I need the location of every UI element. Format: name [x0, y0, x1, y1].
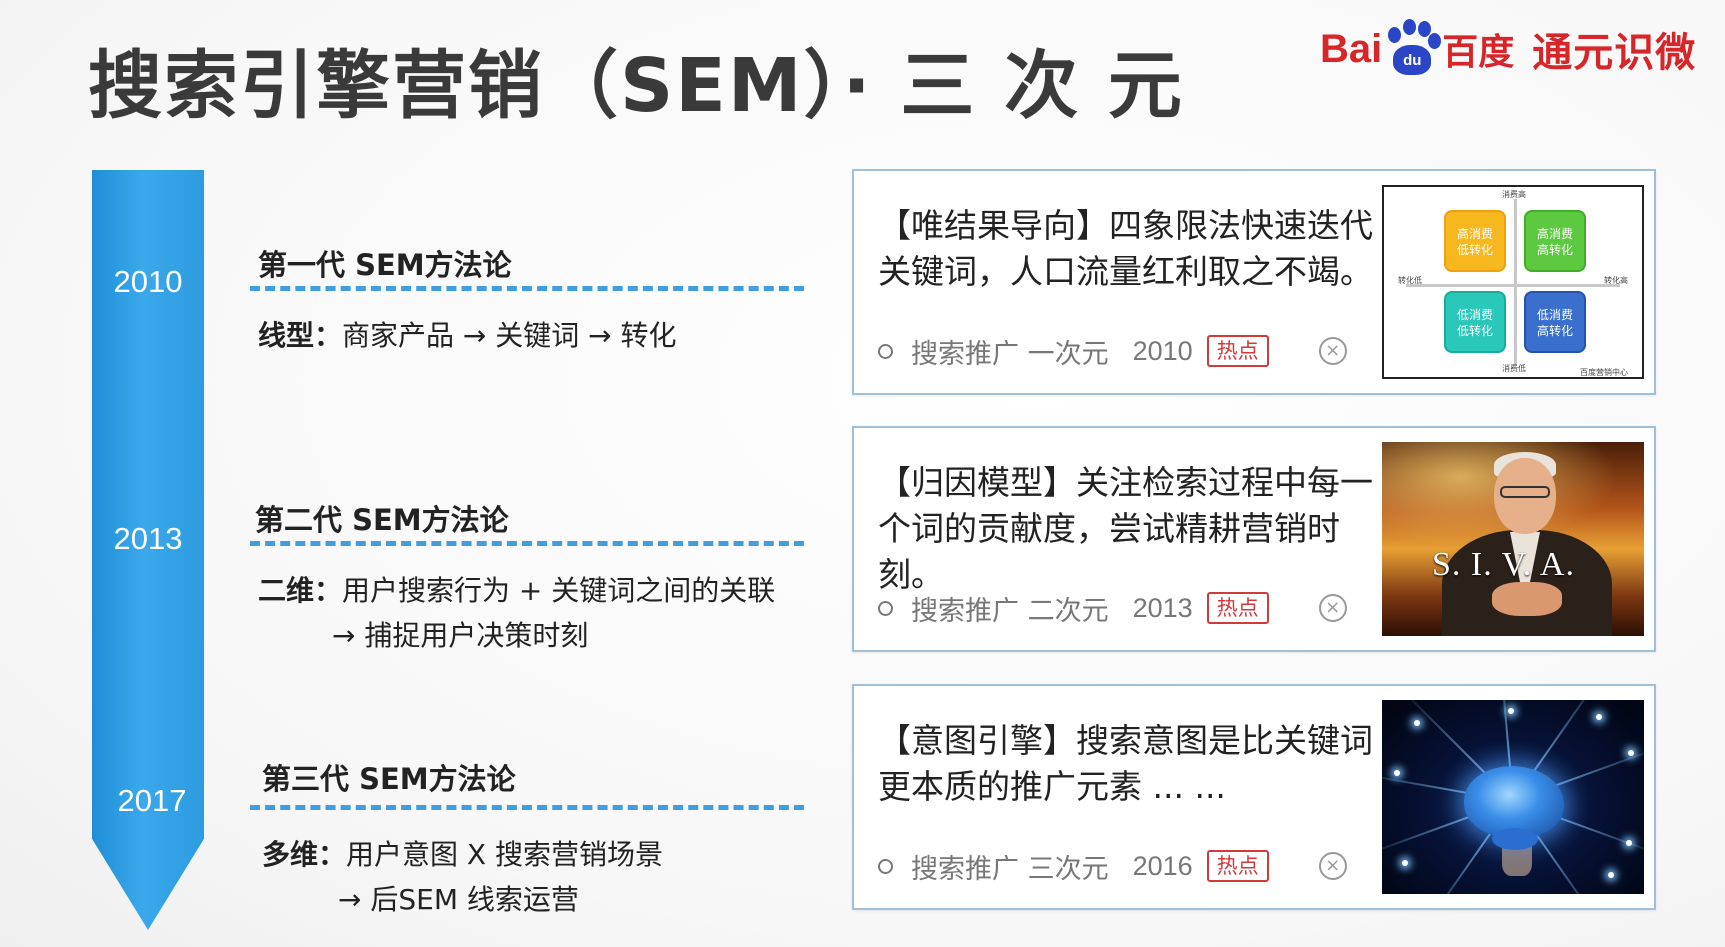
card-meta: 搜索推广 三次元 2016 热点 ×: [878, 848, 1347, 885]
circle-dot-icon: [878, 343, 893, 359]
gen3-divider: [250, 805, 804, 810]
gen3-desc-line1: 用户意图 X 搜索营销场景: [346, 838, 663, 871]
circle-x-icon[interactable]: ×: [1318, 594, 1347, 622]
gen2-divider: [250, 541, 804, 546]
gen2-desc-line1: 用户搜索行为 + 关键词之间的关联: [342, 574, 776, 607]
hot-badge: 热点: [1206, 592, 1269, 624]
brand-name: 通元识微: [1532, 30, 1697, 76]
baidu-logo: Bai du 百度 通元识微: [1320, 14, 1700, 84]
quadrant-high-cost-high-conv: 高消费 高转化: [1524, 210, 1586, 272]
year-2013: 2013: [113, 521, 183, 556]
card-source[interactable]: 搜索推广 一次元: [911, 338, 1109, 370]
gen3-desc-line2: → 后SEM 线索运营: [338, 883, 579, 916]
card-source[interactable]: 搜索推广 二次元: [911, 595, 1109, 627]
year-2017: 2017: [117, 783, 187, 818]
card-year: 2010: [1132, 335, 1193, 366]
speaker-photo-image: S. I. V. A.: [1382, 442, 1644, 636]
logo-baidu-cn-text: 百度: [1442, 32, 1515, 73]
gen3-label: 多维：: [262, 838, 347, 871]
paw-icon: du: [1384, 19, 1442, 79]
chart-footer-label: 百度营销中心: [1580, 368, 1628, 377]
card-year: 2016: [1132, 850, 1193, 881]
gen3-title: 第三代 SEM方法论: [262, 762, 516, 796]
quadrant-high-cost-low-conv: 高消费 低转化: [1444, 210, 1506, 272]
card-text: 【唯结果导向】四象限法快速迭代关键词，人口流量红利取之不竭。: [878, 206, 1373, 291]
timeline-arrow: [92, 170, 204, 930]
logo-du-text: du: [1393, 45, 1432, 75]
axis-label-top: 消费高: [1502, 190, 1526, 199]
siva-caption: S. I. V. A.: [1432, 546, 1575, 583]
quadrant-chart-image: 消费高 消费低 转化低 转化高 百度营销中心 高消费 低转化 高消费 高转化 低…: [1382, 185, 1644, 379]
card-text: 【归因模型】关注检索过程中每一个词的贡献度，尝试精耕营销时刻。: [878, 463, 1373, 594]
card-year: 2013: [1132, 592, 1193, 623]
gen2-desc-line2: → 捕捉用户决策时刻: [332, 619, 589, 652]
card-second-gen[interactable]: 【归因模型】关注检索过程中每一个词的贡献度，尝试精耕营销时刻。 搜索推广 二次元…: [852, 426, 1656, 652]
gen1-desc: 线型：商家产品 → 关键词 → 转化: [258, 313, 677, 359]
gen2-title: 第二代 SEM方法论: [255, 503, 509, 537]
circle-dot-icon: [878, 600, 893, 616]
hot-badge: 热点: [1206, 335, 1269, 367]
gen2-desc: 二维：用户搜索行为 + 关键词之间的关联: [258, 568, 775, 614]
axis-label-bottom: 消费低: [1502, 364, 1526, 373]
gen1-title: 第一代 SEM方法论: [258, 248, 512, 282]
logo-bai-text: Bai: [1320, 26, 1383, 71]
card-source[interactable]: 搜索推广 三次元: [911, 853, 1109, 885]
gen3-desc: 多维：用户意图 X 搜索营销场景: [262, 832, 663, 878]
card-third-gen[interactable]: 【意图引擎】搜索意图是比关键词更本质的推广元素 ... ... 搜索推广 三次元…: [852, 684, 1656, 910]
card-first-gen[interactable]: 【唯结果导向】四象限法快速迭代关键词，人口流量红利取之不竭。 搜索推广 一次元 …: [852, 169, 1656, 395]
gen2-label: 二维：: [258, 574, 343, 607]
axis-label-left: 转化低: [1398, 276, 1422, 285]
circle-x-icon[interactable]: ×: [1318, 852, 1347, 880]
circle-dot-icon: [878, 858, 893, 874]
circle-x-icon[interactable]: ×: [1318, 337, 1347, 365]
axis-label-right: 转化高: [1604, 276, 1628, 285]
card-text: 【意图引擎】搜索意图是比关键词更本质的推广元素 ... ...: [878, 721, 1373, 806]
glowing-brain-image: [1382, 700, 1644, 894]
quadrant-low-cost-low-conv: 低消费 低转化: [1444, 291, 1506, 353]
gen1-divider: [250, 286, 804, 291]
gen1-desc-line1: 商家产品 → 关键词 → 转化: [342, 319, 677, 352]
hot-badge: 热点: [1206, 850, 1269, 882]
gen1-label: 线型：: [258, 319, 343, 352]
card-meta: 搜索推广 二次元 2013 热点 ×: [878, 590, 1347, 627]
card-meta: 搜索推广 一次元 2010 热点 ×: [878, 333, 1347, 370]
page-title: 搜索引擎营销（SEM）· 三 次 元: [88, 43, 1184, 129]
quadrant-low-cost-high-conv: 低消费 高转化: [1524, 291, 1586, 353]
year-2010: 2010: [113, 264, 183, 299]
